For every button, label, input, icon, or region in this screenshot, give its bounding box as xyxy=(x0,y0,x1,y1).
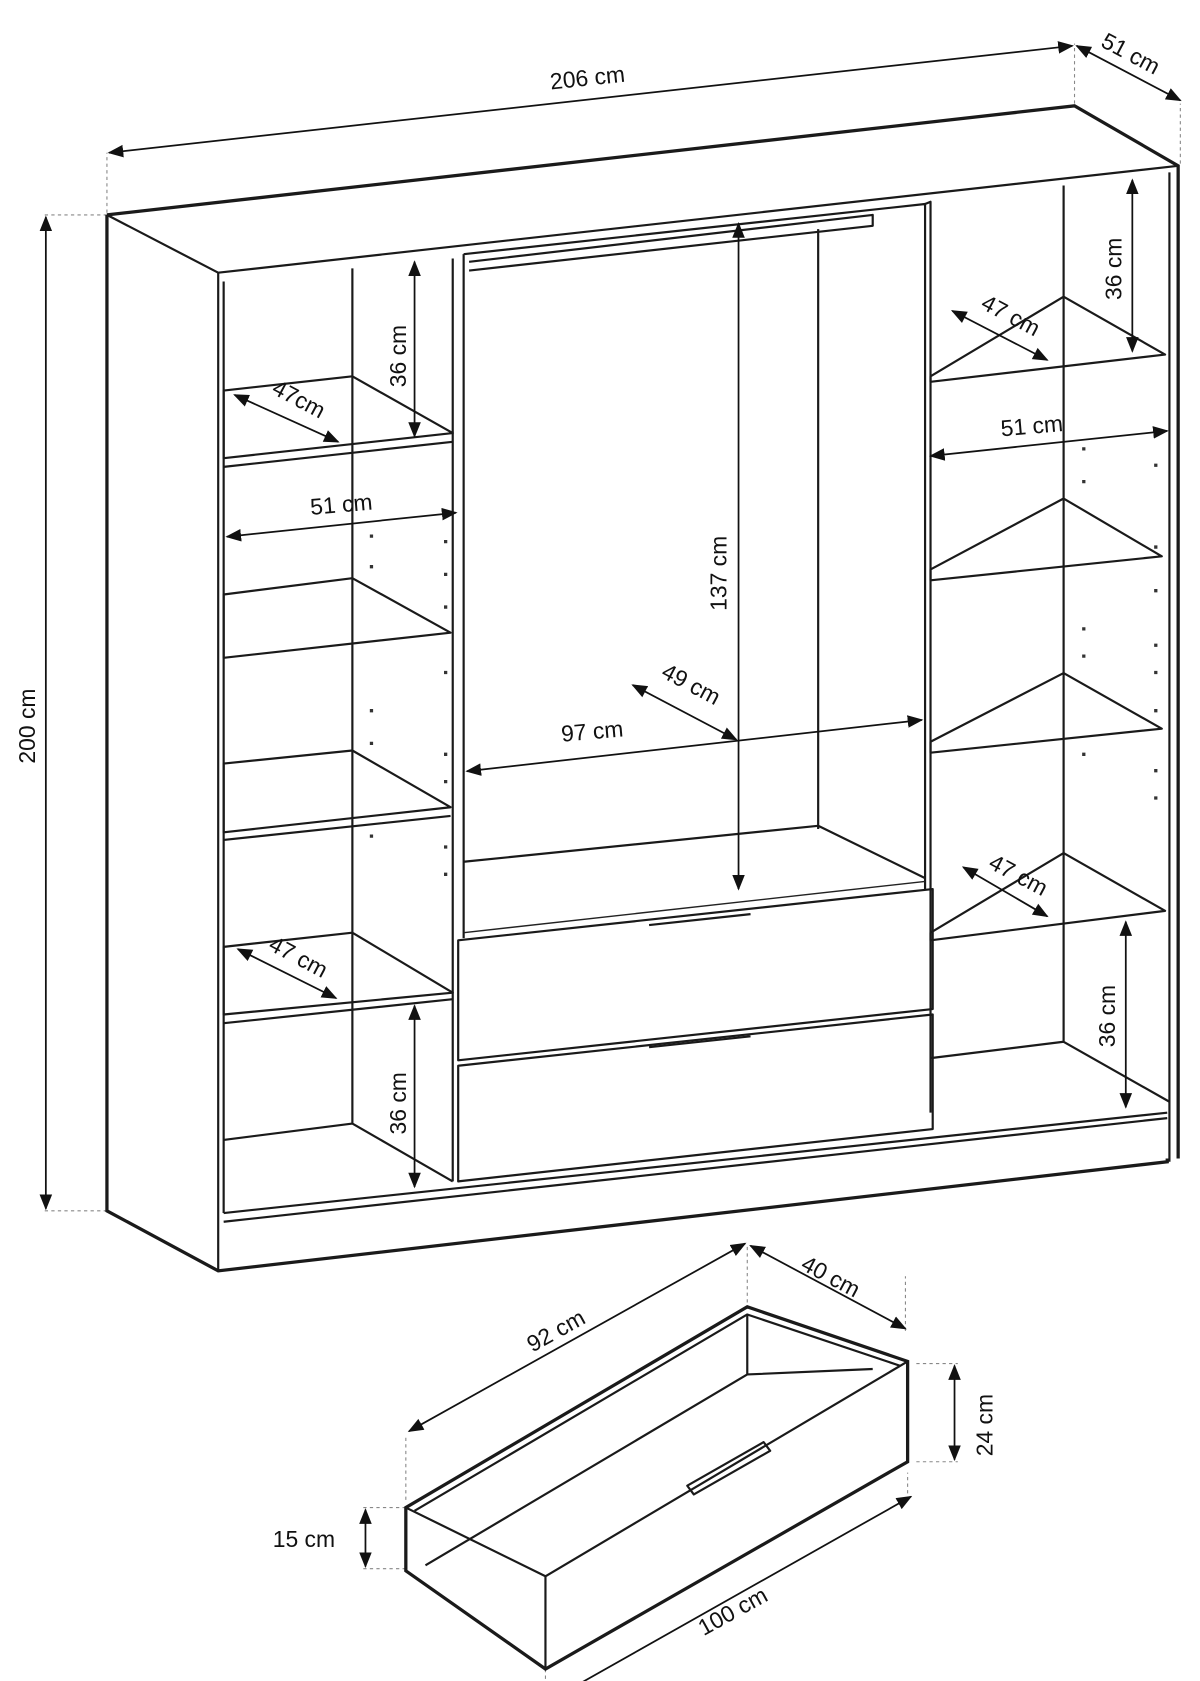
lower-drawer xyxy=(457,1013,934,1183)
wardrobe-body xyxy=(105,104,1180,1273)
hanging-depth-label: 49 cm xyxy=(658,658,725,710)
hanging-width-label: 97 cm xyxy=(560,715,624,746)
drawer-side-height-label: 15 cm xyxy=(273,1526,335,1552)
drawer-detail xyxy=(404,1305,910,1671)
left-shelf-section xyxy=(222,258,454,1183)
right-shelf-height-top-label: 36 cm xyxy=(1100,238,1126,300)
right-inner-width-label: 51 cm xyxy=(1000,410,1064,441)
upper-drawer xyxy=(457,887,934,1062)
hanging-height-label: 137 cm xyxy=(706,536,732,611)
wardrobe-dimension-arrows xyxy=(39,41,1182,1211)
drawer-front-height-label: 24 cm xyxy=(972,1394,998,1456)
left-shelf-height-top-label: 36 cm xyxy=(385,325,411,387)
depth-label: 51 cm xyxy=(1097,27,1164,79)
left-shelf-height-bottom-label: 36 cm xyxy=(385,1072,411,1134)
hanging-section xyxy=(462,202,927,939)
right-shelf-depth-top-label: 47 cm xyxy=(977,289,1044,341)
wardrobe-drawers xyxy=(457,887,934,1183)
drawer-dimension-arrows xyxy=(359,1242,961,1681)
right-shelf-height-bottom-label: 36 cm xyxy=(1094,985,1120,1047)
width-label: 206 cm xyxy=(549,61,626,95)
drawer-front-width-label: 100 cm xyxy=(693,1582,771,1641)
wardrobe-labels: 206 cm 51 cm 200 cm 36 cm 47cm 51 cm 47 … xyxy=(14,27,1165,1134)
drawer-depth-label: 40 cm xyxy=(797,1250,864,1302)
height-label: 200 cm xyxy=(14,689,40,764)
left-inner-width-label: 51 cm xyxy=(309,489,373,520)
drawer-labels: 92 cm 40 cm 24 cm 15 cm 100 cm xyxy=(273,1250,998,1641)
